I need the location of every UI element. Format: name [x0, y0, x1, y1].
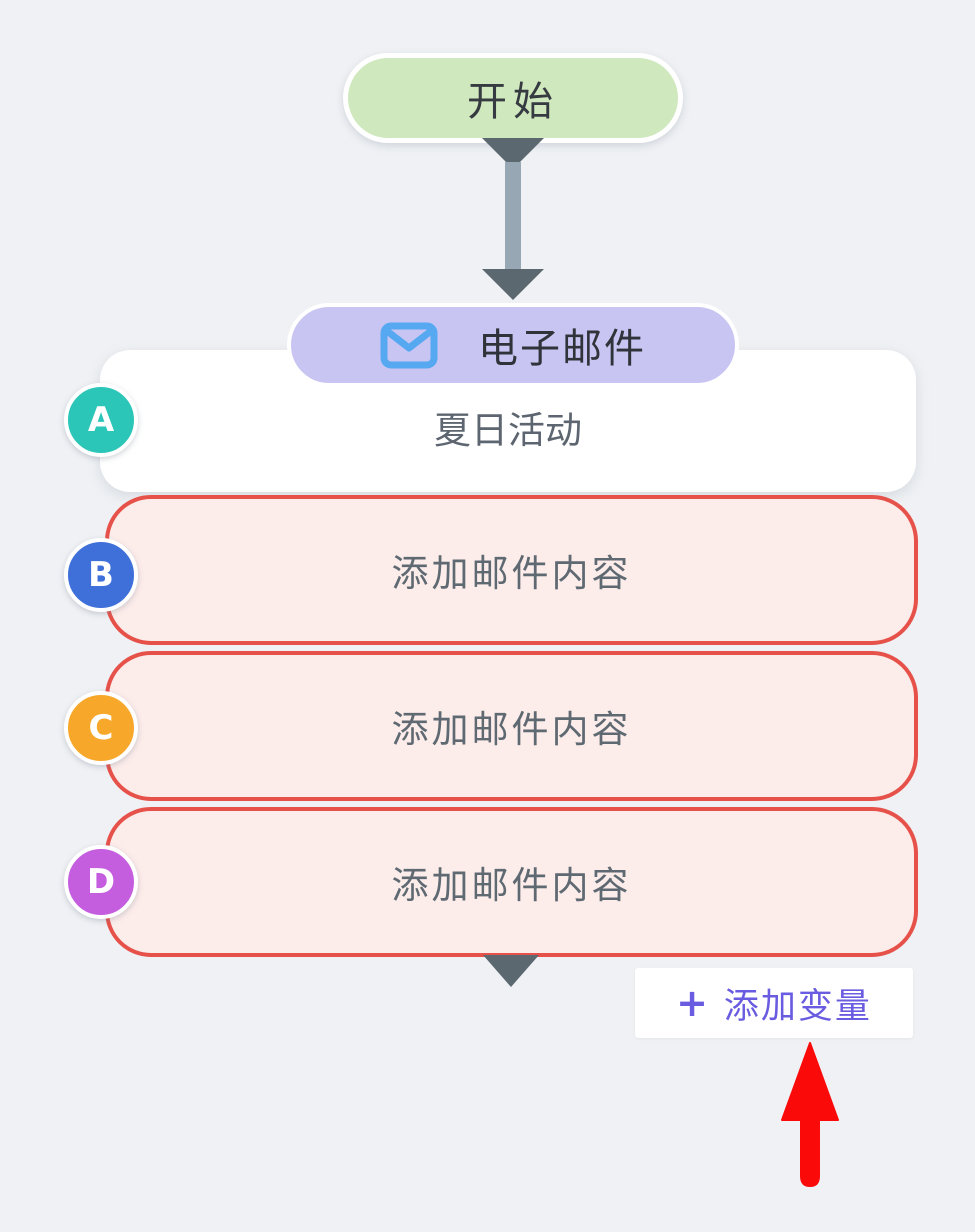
email-type-label: 电子邮件 [478, 326, 646, 372]
add-email-content-card[interactable]: 添加邮件内容 [105, 807, 918, 957]
envelope-icon [380, 322, 438, 369]
add-email-content-label: 添加邮件内容 [391, 708, 632, 751]
email-node-title: 夏日活动 [434, 409, 582, 452]
annotation-badge-b-letter: B [88, 555, 114, 595]
add-email-content-card[interactable]: 添加邮件内容 [105, 495, 918, 645]
connector-arrowhead-icon [482, 269, 544, 300]
start-node[interactable]: 开始 [343, 53, 683, 143]
plus-icon: + [676, 981, 708, 1025]
add-email-content-label: 添加邮件内容 [391, 552, 632, 595]
annotation-badge-a-letter: A [87, 400, 115, 440]
email-type-pill[interactable]: 电子邮件 [287, 303, 739, 387]
add-email-content-label: 添加邮件内容 [391, 864, 632, 907]
annotation-badge-d: D [64, 845, 138, 919]
annotation-badge-d-letter: D [86, 862, 116, 902]
connector-arrowhead-icon [483, 955, 539, 987]
add-variable-label: 添加变量 [723, 986, 872, 1027]
connector-line [505, 162, 521, 276]
add-email-content-card[interactable]: 添加邮件内容 [105, 651, 918, 801]
start-node-label: 开始 [467, 79, 559, 125]
annotation-badge-c: C [64, 691, 138, 765]
annotation-badge-b: B [64, 538, 138, 612]
add-variable-button[interactable]: + 添加变量 [635, 968, 913, 1038]
annotation-badge-c-letter: C [88, 708, 114, 748]
annotation-badge-a: A [64, 383, 138, 457]
